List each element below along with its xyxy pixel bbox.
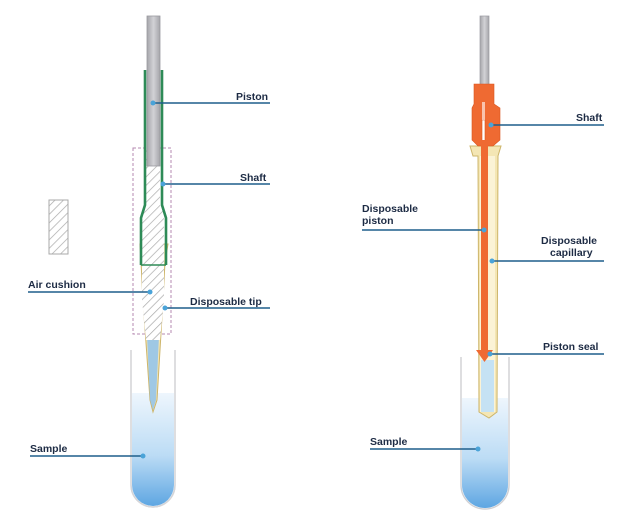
label-sample-left: Sample: [30, 443, 68, 455]
tip-liquid: [147, 336, 159, 410]
label-disposable-piston-line1: Disposable: [362, 203, 418, 215]
positive-displacement-pipette: [460, 15, 510, 510]
right-sample-liquid: [462, 398, 508, 508]
label-shaft-left: Shaft: [240, 172, 267, 184]
label-shaft-right: Shaft: [576, 112, 603, 124]
left-sample-liquid: [132, 393, 174, 506]
air-displacement-pipette: [48, 15, 176, 508]
label-disposable-piston-line2: piston: [362, 215, 394, 227]
label-piston: Piston: [236, 91, 268, 103]
label-air-cushion: Air cushion: [28, 279, 86, 291]
capillary-liquid: [481, 360, 494, 412]
disposable-piston: [481, 140, 488, 350]
label-sample-right: Sample: [370, 436, 408, 448]
label-disposable-tip: Disposable tip: [190, 296, 262, 308]
left-leaders: [28, 100, 270, 459]
right-leaders: [362, 122, 604, 452]
left-shaft-outline: [139, 70, 168, 265]
right-shaft-head: [471, 83, 501, 147]
left-piston-rod: [146, 15, 161, 167]
label-piston-seal: Piston seal: [543, 341, 599, 353]
label-disposable-capillary-line1: Disposable: [541, 235, 597, 247]
label-disposable-capillary-line2: capillary: [550, 247, 593, 259]
hatch-swatch: [48, 199, 69, 255]
right-sample-tube: [460, 357, 510, 510]
